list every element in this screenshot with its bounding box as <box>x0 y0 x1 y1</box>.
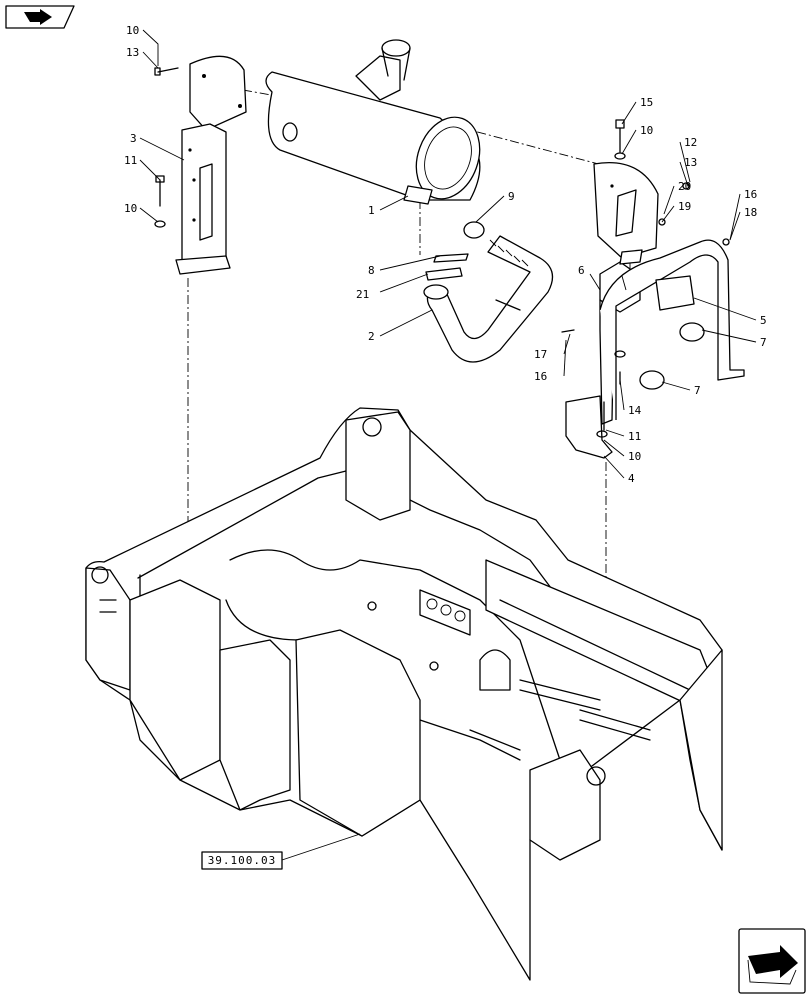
callout-1: 1 <box>368 204 375 217</box>
leader-lines <box>139 29 757 861</box>
callout-19: 19 <box>678 200 691 213</box>
callout-20: 20 <box>678 180 691 193</box>
callout-13: 13 <box>684 156 697 169</box>
callout-17: 17 <box>534 348 547 361</box>
callout-2: 2 <box>368 330 375 343</box>
callout-9: 9 <box>508 190 515 203</box>
callout-4: 4 <box>628 472 635 485</box>
callout-14: 14 <box>628 404 642 417</box>
callouts: 10 13 3 11 10 1 9 8 21 2 15 10 12 13 20 … <box>124 24 767 485</box>
callout-10: 10 <box>628 450 641 463</box>
callout-12: 12 <box>684 136 697 149</box>
callout-6: 6 <box>578 264 585 277</box>
callout-10: 10 <box>640 124 653 137</box>
callout-7: 7 <box>760 336 767 349</box>
callout-16: 16 <box>744 188 757 201</box>
callout-10: 10 <box>124 202 137 215</box>
callout-21: 21 <box>356 288 369 301</box>
muffler <box>265 39 481 205</box>
callout-13: 13 <box>126 46 139 59</box>
callout-5: 5 <box>760 314 767 327</box>
reference-box[interactable]: 39.100.03 <box>201 851 283 870</box>
exhaust-pipe <box>423 221 554 363</box>
next-page-arrow-icon[interactable] <box>738 928 806 994</box>
right-support <box>561 119 745 459</box>
callout-18: 18 <box>744 206 757 219</box>
callout-11: 11 <box>628 430 641 443</box>
callout-15: 15 <box>640 96 653 109</box>
callout-7: 7 <box>694 384 701 397</box>
callout-11: 11 <box>124 154 137 167</box>
callout-16: 16 <box>534 370 547 383</box>
callout-8: 8 <box>368 264 375 277</box>
reference-label: 39.100.03 <box>208 854 277 867</box>
left-bracket <box>154 55 247 275</box>
machine-frame <box>85 407 723 981</box>
callout-12: 10 <box>126 24 139 37</box>
back-arrow-icon[interactable] <box>5 5 75 29</box>
callout-3: 3 <box>130 132 137 145</box>
